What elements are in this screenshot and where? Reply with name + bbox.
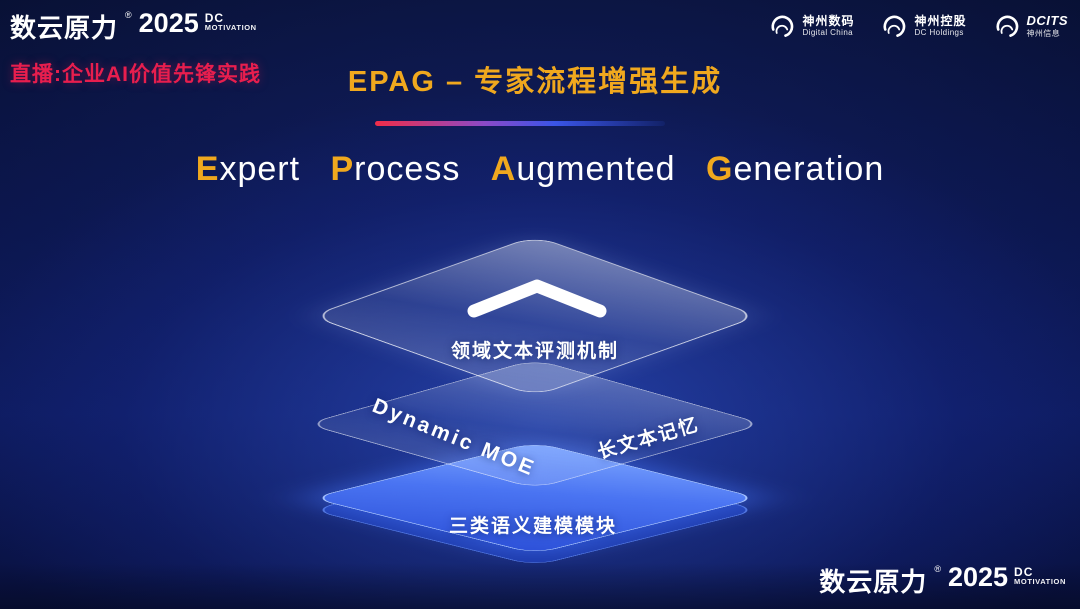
brand-name: 数云原力 bbox=[10, 13, 119, 43]
top-layer-label: 领域文本评测机制 bbox=[450, 341, 620, 362]
gradient-divider bbox=[375, 121, 665, 126]
brand-logo-bottom-right: 数云原力 ® 2025 DC MOTIVATION bbox=[819, 562, 1066, 599]
bottom-layer-label: 三类语义建模模块 bbox=[448, 516, 618, 537]
dc-holdings-swoosh-icon bbox=[883, 15, 906, 37]
title-word: Expert bbox=[196, 150, 300, 188]
chevron-up-icon bbox=[467, 279, 607, 318]
brand-logo-top-left: 数云原力 ® 2025 DC MOTIVATION bbox=[10, 8, 257, 45]
word-rest: ugmented bbox=[516, 150, 676, 188]
dcits-swoosh-icon bbox=[995, 15, 1018, 37]
partner-text: 神州数码 Digital China bbox=[802, 13, 855, 38]
brand-sub-lockup: DC MOTIVATION bbox=[1014, 566, 1066, 586]
brand-motivation: MOTIVATION bbox=[1014, 577, 1066, 586]
live-stream-label: 直播:企业AI价值先锋实践 bbox=[10, 63, 261, 86]
slide-title-en: Expert Process Augmented Generation bbox=[0, 150, 1080, 189]
partner-name: 神州数码 bbox=[802, 13, 855, 28]
slide-title-cn: EPAG – 专家流程增强生成 bbox=[347, 66, 723, 98]
partner-name: DCITS bbox=[1026, 12, 1068, 28]
word-rest: eneration bbox=[733, 150, 885, 188]
title-word: Augmented bbox=[491, 150, 676, 188]
brand-year: 2025 bbox=[138, 8, 199, 38]
partner-dc-holdings: 神州控股 DC Holdings bbox=[880, 12, 966, 40]
brand-name: 数云原力 bbox=[819, 567, 928, 597]
partner-dcits: DCITS 神州信息 bbox=[993, 12, 1069, 40]
word-rest: rocess bbox=[354, 150, 461, 188]
brand-dc: DC bbox=[204, 11, 225, 25]
partner-subname: Digital China bbox=[802, 28, 854, 38]
partner-digital-china: 神州数码 Digital China bbox=[768, 12, 854, 40]
brand-dc: DC bbox=[1014, 565, 1034, 579]
partner-subname: DC Holdings bbox=[914, 28, 964, 38]
brand-registered-mark: ® bbox=[934, 564, 941, 574]
partner-text: DCITS 神州信息 bbox=[1026, 12, 1069, 38]
word-initial: P bbox=[330, 150, 355, 188]
partner-subname: 神州信息 bbox=[1026, 28, 1061, 38]
title-word: Process bbox=[330, 150, 460, 188]
word-initial: G bbox=[706, 150, 734, 188]
digital-china-swoosh-icon bbox=[771, 15, 794, 37]
word-rest: xpert bbox=[219, 150, 301, 188]
brand-sub-lockup: DC MOTIVATION bbox=[205, 12, 257, 32]
partner-logos: 神州数码 Digital China 神州控股 DC Holdings DCIT… bbox=[768, 12, 1068, 40]
word-initial: E bbox=[195, 150, 220, 188]
title-word: Generation bbox=[706, 150, 884, 188]
brand-year: 2025 bbox=[947, 562, 1009, 592]
partner-text: 神州控股 DC Holdings bbox=[914, 13, 967, 38]
brand-motivation: MOTIVATION bbox=[204, 23, 257, 32]
partner-name: 神州控股 bbox=[914, 13, 967, 28]
word-initial: A bbox=[490, 150, 517, 188]
brand-registered-mark: ® bbox=[125, 10, 132, 20]
